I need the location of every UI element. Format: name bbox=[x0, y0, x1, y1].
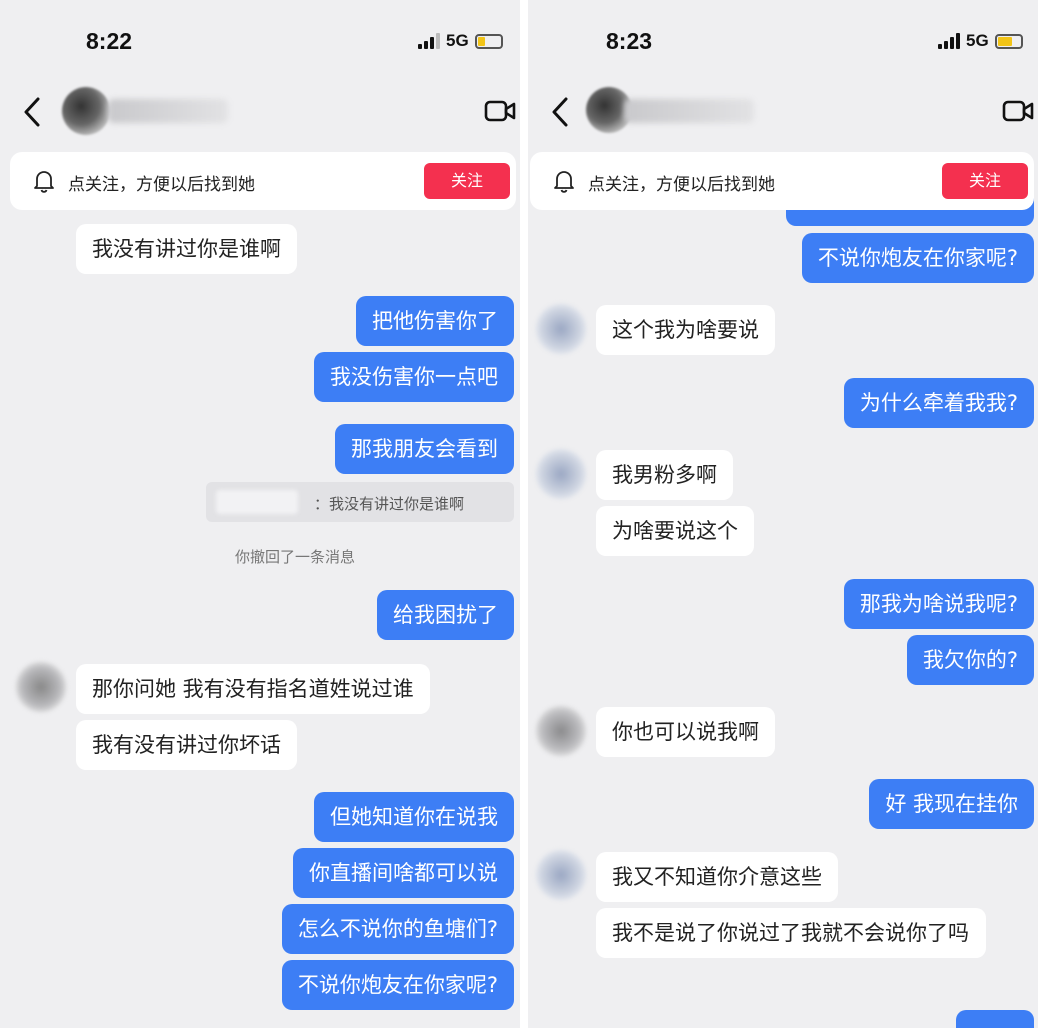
contact-name-redacted bbox=[108, 99, 228, 123]
message-outgoing[interactable]: 为什么牵着我我? bbox=[843, 378, 1034, 428]
peer-avatar[interactable] bbox=[16, 662, 66, 712]
recall-notice: 你撤回了一条消息 bbox=[234, 548, 355, 566]
follow-prompt: 点关注，方便以后找到她 bbox=[68, 175, 255, 195]
peer-avatar[interactable] bbox=[536, 449, 586, 499]
message-incoming[interactable]: 你也可以说我啊 bbox=[596, 707, 775, 757]
chat-screen-left: 8:22 5G 点关注，方便以后找到她 关注 我没有讲过你是谁啊 把他伤害你了 … bbox=[0, 0, 520, 1028]
status-time: 8:22 bbox=[86, 28, 133, 54]
message-incoming[interactable]: 我有没有讲过你坏话 bbox=[76, 720, 297, 770]
chat-header bbox=[528, 85, 1038, 141]
message-incoming[interactable]: 我男粉多啊 bbox=[596, 450, 733, 500]
follow-prompt: 点关注，方便以后找到她 bbox=[588, 175, 775, 195]
follow-banner: 点关注，方便以后找到她 关注 bbox=[530, 152, 1034, 210]
battery-icon bbox=[474, 33, 503, 49]
status-indicators: 5G bbox=[418, 31, 503, 51]
message-incoming[interactable]: 我不是说了你说过了我就不会说你了吗 bbox=[596, 908, 986, 958]
message-outgoing[interactable]: 但她知道你在说我 bbox=[314, 792, 514, 842]
video-call-icon[interactable] bbox=[484, 99, 516, 123]
message-incoming[interactable]: 那你问她 我有没有指名道姓说过谁 bbox=[76, 664, 430, 714]
network-type: 5G bbox=[966, 31, 989, 50]
status-bar: 8:22 5G bbox=[0, 0, 520, 80]
contact-avatar[interactable] bbox=[62, 87, 110, 135]
message-outgoing[interactable]: 给我困扰了 bbox=[377, 590, 514, 640]
message-outgoing[interactable]: 怎么不说你的鱼塘们? bbox=[281, 904, 514, 954]
follow-button[interactable]: 关注 bbox=[942, 163, 1028, 199]
chat-header bbox=[0, 85, 520, 141]
message-outgoing[interactable]: 你直播间啥都可以说 bbox=[293, 848, 514, 898]
contact-name-redacted bbox=[624, 99, 754, 123]
message-outgoing[interactable]: 我欠你的? bbox=[906, 635, 1034, 685]
quote-sender-redacted bbox=[216, 490, 298, 514]
message-outgoing[interactable]: 不说你炮友在你家呢? bbox=[281, 960, 514, 1010]
message-incoming[interactable]: 我又不知道你介意这些 bbox=[596, 852, 838, 902]
status-bar: 8:23 5G bbox=[528, 0, 1038, 80]
network-type: 5G bbox=[446, 31, 469, 50]
peer-avatar[interactable] bbox=[536, 304, 586, 354]
signal-icon bbox=[418, 33, 440, 49]
message-incoming[interactable]: 我没有讲过你是谁啊 bbox=[76, 224, 297, 274]
status-time: 8:23 bbox=[606, 28, 653, 54]
message-outgoing[interactable]: 我没伤害你一点吧 bbox=[314, 352, 514, 402]
chat-screen-right: 8:23 5G 点关注，方便以后找到她 关注 不说你炮友在你家呢? 这个我为啥要… bbox=[520, 0, 1038, 1028]
message-outgoing-partial bbox=[956, 1010, 1034, 1028]
bell-icon bbox=[34, 171, 54, 193]
battery-icon bbox=[994, 33, 1023, 49]
video-call-icon[interactable] bbox=[1002, 99, 1034, 123]
message-outgoing[interactable]: 不说你炮友在你家呢? bbox=[801, 233, 1034, 283]
follow-button[interactable]: 关注 bbox=[424, 163, 510, 199]
message-incoming[interactable]: 这个我为啥要说 bbox=[596, 305, 775, 355]
quote-text: ：我没有讲过你是谁啊 bbox=[314, 495, 465, 513]
follow-banner: 点关注，方便以后找到她 关注 bbox=[10, 152, 516, 210]
message-incoming[interactable]: 为啥要说这个 bbox=[596, 506, 754, 556]
back-icon[interactable] bbox=[546, 95, 576, 129]
signal-icon bbox=[938, 33, 960, 49]
peer-avatar[interactable] bbox=[536, 706, 586, 756]
status-indicators: 5G bbox=[938, 31, 1023, 51]
message-outgoing[interactable]: 把他伤害你了 bbox=[356, 296, 514, 346]
bell-icon bbox=[554, 171, 574, 193]
message-outgoing[interactable]: 那我为啥说我呢? bbox=[843, 579, 1034, 629]
peer-avatar[interactable] bbox=[536, 850, 586, 900]
message-outgoing[interactable]: 好 我现在挂你 bbox=[869, 779, 1034, 829]
quoted-reply[interactable]: ：我没有讲过你是谁啊 bbox=[206, 482, 514, 522]
message-outgoing[interactable]: 那我朋友会看到 bbox=[335, 424, 514, 474]
back-icon[interactable] bbox=[18, 95, 48, 129]
